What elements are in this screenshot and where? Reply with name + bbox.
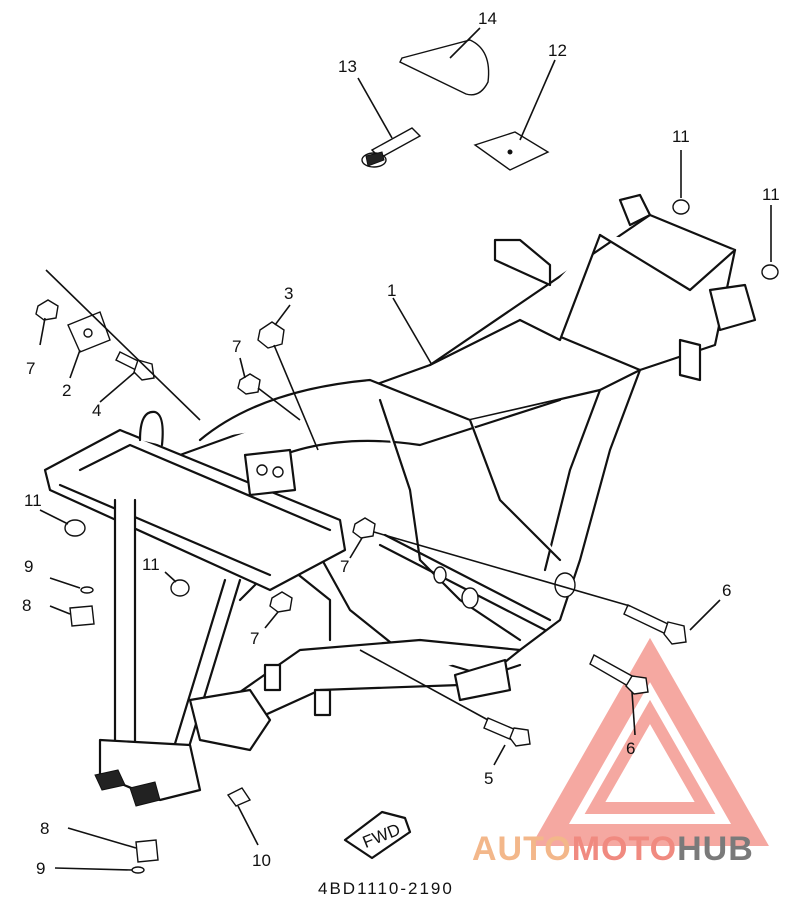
part-9-ring-lower: [131, 866, 145, 874]
part-8-bushing-lower: [135, 839, 159, 863]
callout-7-mid: 7: [232, 337, 241, 356]
callout-9-lower: 9: [36, 859, 45, 878]
callout-11-top: 11: [672, 127, 690, 146]
part-12-bracket: [473, 131, 550, 171]
callout-6-lower: 6: [626, 739, 635, 758]
part-5-bolt: [483, 717, 531, 747]
part-7-nut-left: [35, 299, 59, 321]
part-4-bolt: [115, 351, 155, 381]
part-14-cover: [399, 39, 490, 96]
callout-8-upper: 8: [22, 596, 31, 615]
callout-2: 2: [62, 381, 71, 400]
callout-11-center: 11: [142, 555, 160, 574]
part-9-ring-upper: [80, 586, 94, 594]
part-11-cap-left: [64, 519, 86, 537]
callout-4: 4: [92, 401, 101, 420]
callout-13: 13: [338, 57, 357, 76]
callout-11-right: 11: [762, 185, 780, 204]
part-11-cap-center: [170, 579, 190, 597]
part-7-nut-center: [352, 517, 376, 539]
callout-7-center: 7: [340, 557, 349, 576]
callout-11-left: 11: [24, 491, 42, 510]
callout-5: 5: [484, 769, 493, 788]
callout-8-lower: 8: [40, 819, 49, 838]
fwd-arrow-tag: FWD: [343, 810, 412, 860]
part-code-label: 4BD1110-2190: [318, 879, 454, 898]
callout-9-upper: 9: [24, 557, 33, 576]
watermark-brand-moto: MOTO: [571, 830, 678, 868]
watermark-brand: AUTOMOTOHUB: [472, 830, 754, 869]
frame-main-body: [43, 193, 757, 807]
callout-1: 1: [387, 281, 396, 300]
watermark-brand-hub: HUB: [677, 830, 754, 868]
part-10-fitting: [226, 787, 252, 807]
callout-12: 12: [548, 41, 567, 60]
part-11-cap-top: [672, 199, 690, 215]
callout-labels: 14 13 12 11 11 3 1 7 2 4 7 11 9 8 11 7 7…: [22, 9, 780, 878]
part-11-cap-right: [761, 264, 779, 280]
watermark-brand-auto: AUTO: [472, 830, 572, 868]
callout-14: 14: [478, 9, 497, 28]
part-2-plate: [67, 311, 111, 353]
part-6-bolt-long: [623, 604, 687, 645]
part-6-bolt-short: [589, 654, 649, 695]
part-7-nut-mid: [237, 373, 261, 395]
callout-7-center-left: 7: [250, 629, 259, 648]
callout-10: 10: [252, 851, 271, 870]
callout-7-left: 7: [26, 359, 35, 378]
part-3-nut: [257, 321, 285, 349]
callout-6-upper: 6: [722, 581, 731, 600]
part-13-strap: [361, 127, 422, 168]
part-8-bushing-upper: [69, 605, 95, 627]
watermark-logo-triangle: [531, 637, 769, 846]
part-7-nut-center-left: [269, 591, 293, 613]
leader-lines: [39, 27, 772, 871]
callout-3: 3: [284, 284, 293, 303]
